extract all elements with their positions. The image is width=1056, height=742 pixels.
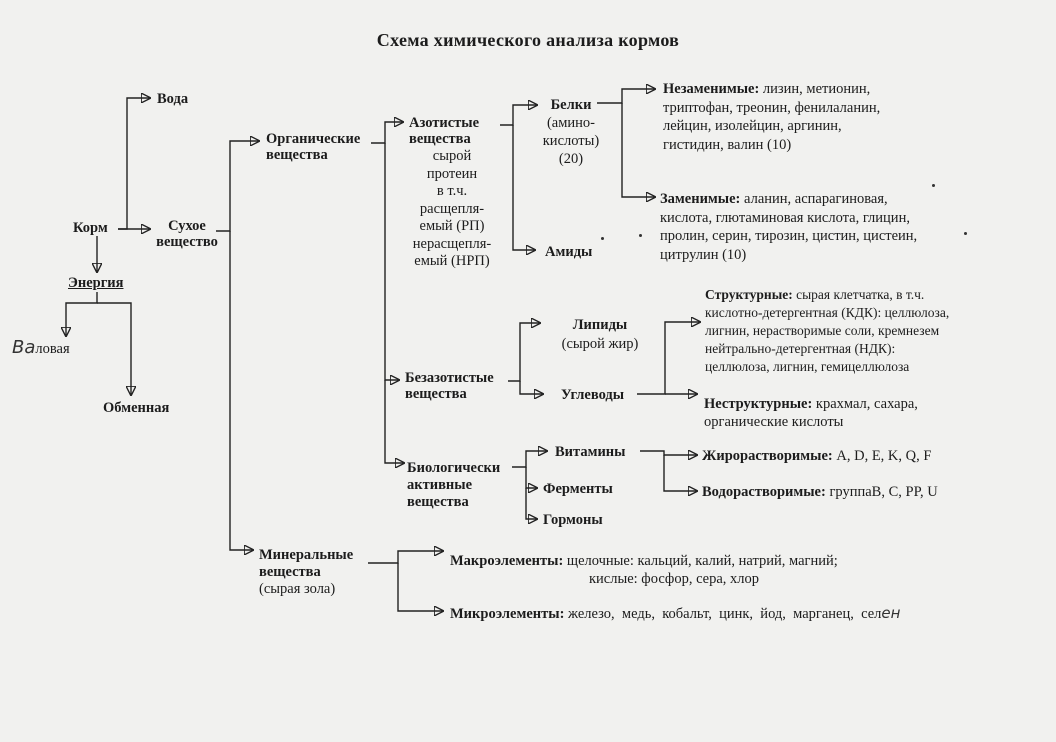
lipidy-line2: (сырой жир) bbox=[561, 336, 639, 352]
node-uglevody: Углеводы bbox=[561, 387, 625, 403]
organicheskie-line2: вещества bbox=[266, 147, 328, 163]
nezamenimye-line1: лизин, метионин, bbox=[762, 81, 871, 97]
mineralnye-line2: вещества bbox=[259, 564, 321, 580]
diagram-title: Схема химического анализа кормов bbox=[376, 30, 680, 50]
protein-line3: в т.ч. bbox=[436, 183, 468, 199]
node-suhoe-veshchestvo: Сухое вещество bbox=[155, 218, 219, 250]
protein-line4: расщепля- bbox=[419, 200, 485, 217]
belki-line3: кислоты) bbox=[542, 133, 600, 149]
suhoe-line2: вещество bbox=[156, 234, 218, 250]
node-makroelementy: Макроэлементы: щелочные: кальций, калий,… bbox=[450, 552, 838, 588]
mineralnye-line1: Минеральные bbox=[259, 547, 354, 563]
makro-line2: кислые: фосфор, сера, хлор bbox=[589, 571, 760, 587]
mikro-handwritten: ен bbox=[881, 604, 901, 622]
zamenimye-line3: пролин, серин, тирозин, цистин, цистеин, bbox=[660, 228, 918, 244]
node-valovaya: Валовая bbox=[12, 337, 70, 358]
zhiro-label: Жирорастворимые: bbox=[702, 448, 833, 464]
belki-line1: Белки bbox=[550, 97, 592, 113]
node-nestrukturnye: Неструктурные: крахмал, сахара, органиче… bbox=[704, 395, 918, 431]
node-obmennaya: Обменная bbox=[103, 400, 170, 416]
mikro-label: Микроэлементы: bbox=[450, 606, 565, 622]
nezamenimye-line2: триптофан, треонин, фенилаланин, bbox=[663, 99, 881, 116]
bezazotistye-line1: Безазотистые bbox=[405, 370, 494, 386]
node-gormony: Гормоны bbox=[543, 512, 603, 528]
belki-line4: (20) bbox=[558, 151, 584, 167]
protein-line1: сырой bbox=[432, 148, 472, 164]
strukturnye-line1: сырая клетчатка, в т.ч. bbox=[796, 287, 925, 302]
zamenimye-line4: цитрулин (10) bbox=[660, 246, 747, 263]
node-nezamenimye: Незаменимые: лизин, метионин, триптофан,… bbox=[663, 80, 880, 154]
node-mikroelementy: Микроэлементы: железо, медь, кобальт, ци… bbox=[450, 605, 900, 622]
biologicheski-line1: Биологически bbox=[407, 460, 501, 476]
strukturnye-line2: кислотно-детергентная (КДК): целлюлоза, bbox=[705, 305, 950, 320]
belki-line2: (амино- bbox=[546, 115, 596, 131]
node-mineralnye: Минеральные вещества (сырая зола) bbox=[259, 547, 353, 598]
nestrukturnye-line2: органические кислоты bbox=[704, 414, 844, 430]
zamenimye-line1: аланин, аспарагиновая, bbox=[744, 191, 888, 207]
valovaya-handwritten: Ва bbox=[12, 337, 36, 358]
mikro-text: железо, медь, кобальт, цинк, йод, марган… bbox=[568, 606, 882, 622]
vodo-label: Водорастворимые: bbox=[702, 484, 826, 500]
organicheskie-line1: Органические bbox=[266, 131, 361, 147]
node-azotistye: Азотистые вещества bbox=[409, 115, 479, 147]
lipidy-line1: Липиды bbox=[572, 317, 628, 333]
mineralnye-line3: (сырая зола) bbox=[259, 581, 336, 597]
protein-line2: протеин bbox=[426, 165, 478, 182]
node-protein: сырой протеин в т.ч. расщепля- емый (РП)… bbox=[402, 148, 502, 271]
zamenimye-line2: кислота, глютаминовая кислота, глицин, bbox=[660, 209, 910, 226]
node-zhirorastvorimye: Жирорастворимые: A, D, E, K, Q, F bbox=[702, 448, 931, 464]
node-strukturnye: Структурные: сырая клетчатка, в т.ч. кис… bbox=[705, 286, 949, 376]
biologicheski-line2: активные bbox=[407, 477, 473, 493]
protein-line6: нерасщепля- bbox=[412, 235, 492, 252]
suhoe-line1: Сухое bbox=[168, 218, 206, 234]
scan-speck bbox=[932, 184, 935, 187]
scan-speck bbox=[601, 237, 604, 240]
node-amidy: Амиды bbox=[545, 244, 593, 260]
azotistye-line2: вещества bbox=[409, 131, 471, 147]
node-korm: Корм bbox=[73, 220, 108, 236]
node-lipidy: Липиды (сырой жир) bbox=[545, 316, 655, 354]
zamenimye-label: Заменимые: bbox=[660, 191, 741, 207]
node-energiya: Энергия bbox=[68, 275, 124, 291]
node-bezazotistye: Безазотистые вещества bbox=[405, 370, 494, 402]
node-biologicheski: Биологически активные вещества bbox=[407, 460, 500, 511]
nestrukturnye-line1: крахмал, сахара, bbox=[815, 396, 918, 412]
strukturnye-line5: целлюлоза, лигнин, гемицеллюлоза bbox=[705, 359, 910, 374]
valovaya-printed: ловая bbox=[35, 341, 70, 357]
node-voda: Вода bbox=[157, 91, 189, 107]
strukturnye-line3: лигнин, нерастворимые соли, кремнезем bbox=[705, 323, 940, 338]
scan-speck bbox=[964, 232, 967, 235]
nezamenimye-line4: гистидин, валин (10) bbox=[663, 136, 792, 153]
nezamenimye-label: Незаменимые: bbox=[663, 81, 760, 97]
makro-line1: щелочные: кальций, калий, натрий, магний… bbox=[566, 553, 838, 569]
zhiro-text: A, D, E, K, Q, F bbox=[836, 448, 932, 464]
strukturnye-line4: нейтрально-детергентная (НДК): bbox=[705, 341, 896, 356]
node-belki: Белки (амино- кислоты) (20) bbox=[538, 96, 604, 168]
strukturnye-label: Структурные: bbox=[705, 287, 793, 302]
protein-line5: емый (РП) bbox=[419, 218, 485, 234]
node-vodorastvorimye: Водорастворимые: группаB, C, PP, U bbox=[702, 484, 938, 500]
scan-speck bbox=[639, 234, 642, 237]
node-organicheskie: Органические вещества bbox=[266, 131, 360, 163]
makro-label: Макроэлементы: bbox=[450, 553, 564, 569]
vodo-text: группаB, C, PP, U bbox=[829, 484, 938, 500]
node-fermenty: Ферменты bbox=[543, 481, 613, 497]
nestrukturnye-label: Неструктурные: bbox=[704, 396, 813, 412]
nezamenimye-line3: лейцин, изолейцин, аргинин, bbox=[663, 118, 842, 134]
node-zamenimye: Заменимые: аланин, аспарагиновая, кислот… bbox=[660, 190, 917, 264]
bezazotistye-line2: вещества bbox=[405, 386, 467, 402]
node-vitaminy: Витамины bbox=[555, 444, 626, 460]
biologicheski-line3: вещества bbox=[407, 494, 469, 510]
azotistye-line1: Азотистые bbox=[409, 115, 480, 131]
protein-line7: емый (НРП) bbox=[414, 253, 490, 269]
